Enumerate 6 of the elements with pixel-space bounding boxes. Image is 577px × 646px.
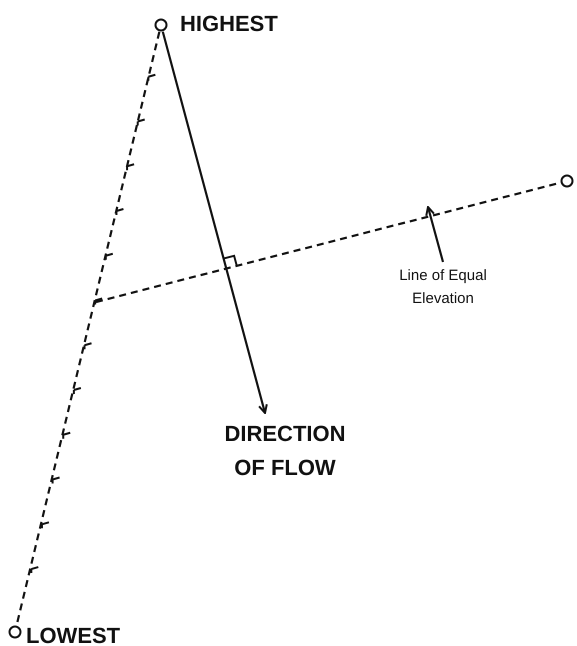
callout-label: Line of Equal Elevation <box>398 266 488 310</box>
flow-arrow <box>162 31 268 414</box>
leader-arrow <box>425 206 444 262</box>
point-label: LOWEST <box>26 622 120 646</box>
point-label: HIGHEST <box>180 10 278 38</box>
flow-label: DIRECTION OF FLOW <box>224 420 346 482</box>
